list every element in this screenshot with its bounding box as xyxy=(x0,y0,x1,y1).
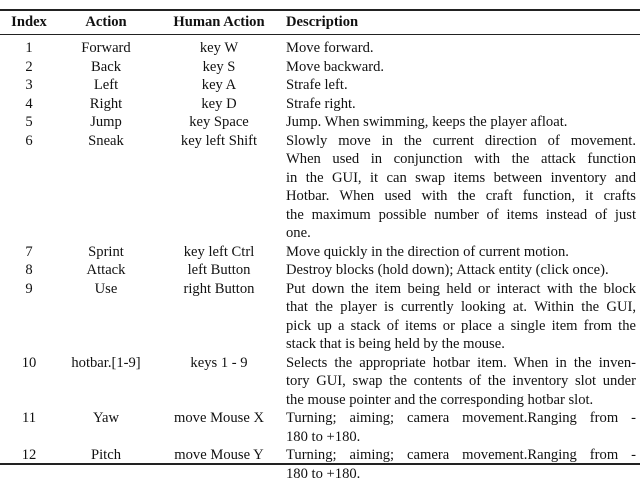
action-cell: Sneak xyxy=(58,132,154,243)
human-action-cell: key A xyxy=(154,76,284,95)
description-line: tory GUI, swap the contents of the inven… xyxy=(286,372,636,391)
action-cell: Attack xyxy=(58,261,154,280)
action-cell: Back xyxy=(58,58,154,77)
description-cell: Jump. When swimming, keeps the player af… xyxy=(284,113,636,132)
description-line: 180 to +180. xyxy=(286,428,636,447)
description-line: that the player is currently looking at.… xyxy=(286,298,636,317)
description-line: pick up a stack of items or place a sing… xyxy=(286,317,636,336)
description-line: When used in conjunction with the attack… xyxy=(286,150,636,169)
description-line: Put down the item being held or interact… xyxy=(286,280,636,299)
description-cell: Turning; aiming; camera movement.Ranging… xyxy=(284,409,636,446)
description-cell: Turning; aiming; camera movement.Ranging… xyxy=(284,446,636,483)
header-index: Index xyxy=(0,10,58,34)
index-cell: 1 xyxy=(0,34,58,58)
index-cell: 12 xyxy=(0,446,58,483)
description-line: the mouse pointer and the corresponding … xyxy=(286,391,636,410)
index-cell: 9 xyxy=(0,280,58,354)
description-line: Move backward. xyxy=(286,58,636,77)
human-action-cell: keys 1 - 9 xyxy=(154,354,284,410)
description-line: Destroy blocks (hold down); Attack entit… xyxy=(286,261,636,280)
description-line: Move forward. xyxy=(286,39,636,58)
action-cell: Jump xyxy=(58,113,154,132)
description-cell: Slowly move in the current direction of … xyxy=(284,132,636,243)
description-cell: Selects the appropriate hotbar item. Whe… xyxy=(284,354,636,410)
human-action-cell: move Mouse Y xyxy=(154,446,284,483)
description-cell: Strafe left. xyxy=(284,76,636,95)
header-action: Action xyxy=(58,10,154,34)
description-cell: Move quickly in the direction of current… xyxy=(284,243,636,262)
index-cell: 2 xyxy=(0,58,58,77)
action-cell: Pitch xyxy=(58,446,154,483)
header-human-action: Human Action xyxy=(154,10,284,34)
description-line: Strafe right. xyxy=(286,95,636,114)
action-cell: Right xyxy=(58,95,154,114)
description-line: Selects the appropriate hotbar item. Whe… xyxy=(286,354,636,373)
index-cell: 8 xyxy=(0,261,58,280)
description-line: Jump. When swimming, keeps the player af… xyxy=(286,113,636,132)
description-cell: Strafe right. xyxy=(284,95,636,114)
action-cell: Forward xyxy=(58,34,154,58)
human-action-cell: key S xyxy=(154,58,284,77)
description-line: one. xyxy=(286,224,636,243)
human-action-cell: key left Shift xyxy=(154,132,284,243)
human-action-cell: left Button xyxy=(154,261,284,280)
index-cell: 4 xyxy=(0,95,58,114)
header-description: Description xyxy=(284,10,636,34)
index-cell: 3 xyxy=(0,76,58,95)
description-line: the maximum possible number of items ins… xyxy=(286,206,636,225)
description-cell: Move forward. xyxy=(284,34,636,58)
description-cell: Put down the item being held or interact… xyxy=(284,280,636,354)
human-action-cell: key W xyxy=(154,34,284,58)
human-action-cell: right Button xyxy=(154,280,284,354)
index-cell: 11 xyxy=(0,409,58,446)
description-line: stack that is being held by the mouse. xyxy=(286,335,636,354)
action-cell: Left xyxy=(58,76,154,95)
human-action-cell: key left Ctrl xyxy=(154,243,284,262)
human-action-cell: key D xyxy=(154,95,284,114)
description-line: Hotbar. When used with the craft functio… xyxy=(286,187,636,206)
description-line: Turning; aiming; camera movement.Ranging… xyxy=(286,409,636,428)
description-line: Turning; aiming; camera movement.Ranging… xyxy=(286,446,636,465)
description-cell: Destroy blocks (hold down); Attack entit… xyxy=(284,261,636,280)
action-cell: Sprint xyxy=(58,243,154,262)
description-line: Strafe left. xyxy=(286,76,636,95)
index-cell: 5 xyxy=(0,113,58,132)
index-cell: 10 xyxy=(0,354,58,410)
description-line: in the GUI, it can swap items between in… xyxy=(286,169,636,188)
action-cell: Use xyxy=(58,280,154,354)
human-action-cell: move Mouse X xyxy=(154,409,284,446)
index-cell: 6 xyxy=(0,132,58,243)
description-line: Move quickly in the direction of current… xyxy=(286,243,636,262)
description-line: Slowly move in the current direction of … xyxy=(286,132,636,151)
description-line: 180 to +180. xyxy=(286,465,636,483)
action-cell: Yaw xyxy=(58,409,154,446)
action-cell: hotbar.[1-9] xyxy=(58,354,154,410)
header-row: Index Action Human Action Description xyxy=(0,10,636,34)
description-cell: Move backward. xyxy=(284,58,636,77)
index-cell: 7 xyxy=(0,243,58,262)
human-action-cell: key Space xyxy=(154,113,284,132)
